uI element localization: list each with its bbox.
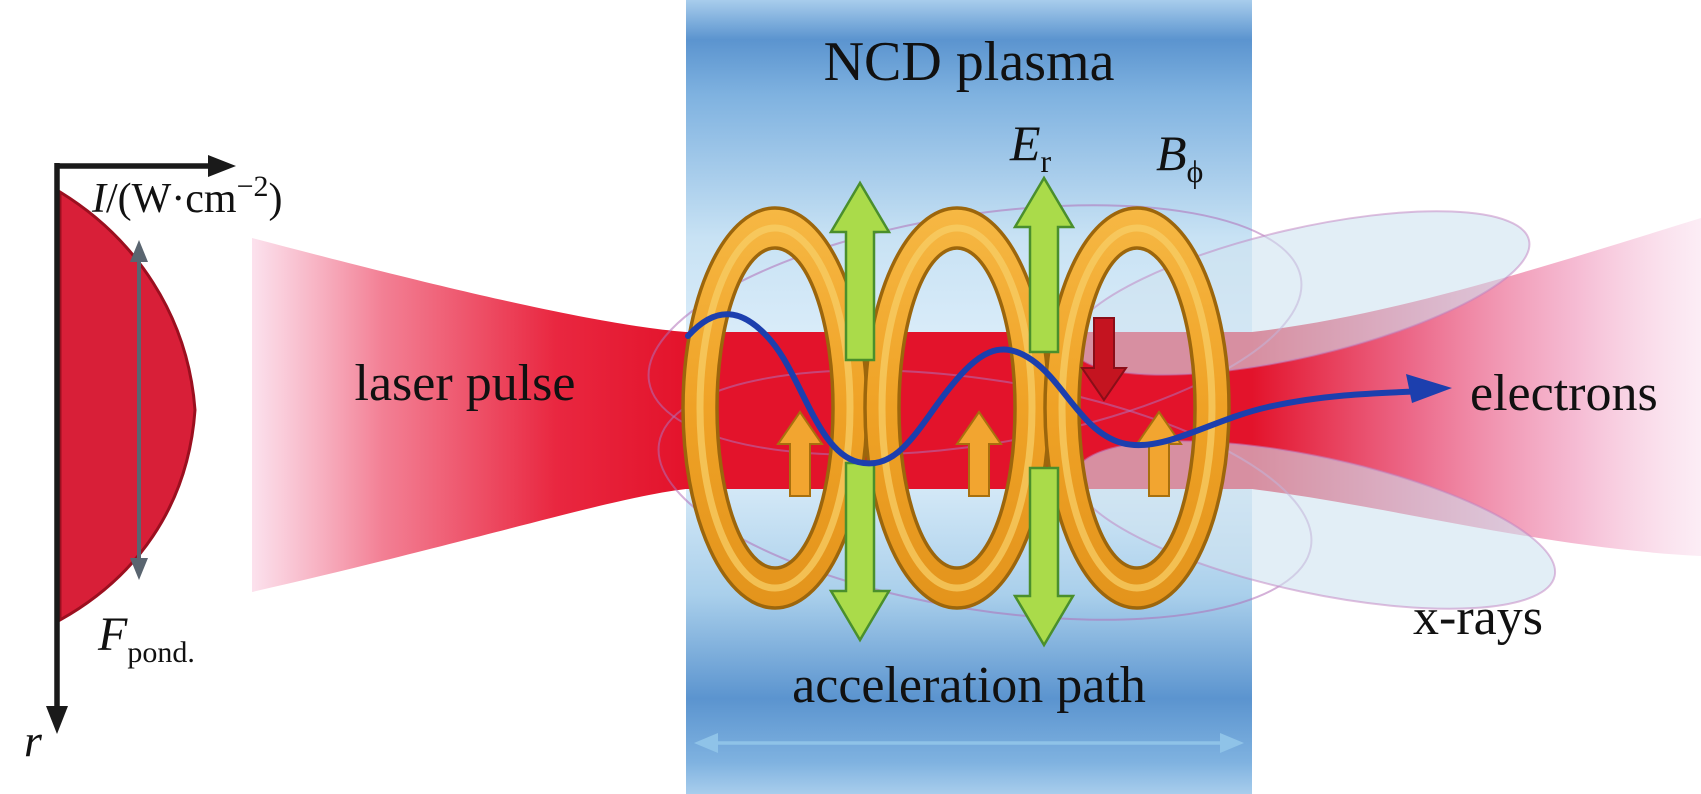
- plasma-ring-2-highlight: [878, 224, 1036, 592]
- electron-trajectory: [685, 311, 1452, 467]
- xrays-label: x-rays: [1413, 589, 1543, 646]
- acceleration-path-arrow: [694, 733, 1244, 753]
- intensity-unit: /(W·cm: [106, 176, 237, 222]
- inward-arrows: [776, 317, 1183, 497]
- electrons-label: electrons: [1470, 365, 1658, 422]
- intensity-axis-label: I/(W·cm−2): [91, 170, 283, 222]
- laser-pulse-label: laser pulse: [355, 355, 576, 412]
- orange-up-arrow-icon: [955, 410, 1003, 497]
- intensity-close: ): [269, 176, 283, 222]
- e-field-arrow-down-icon: [1012, 466, 1076, 648]
- electron-wave-path: [685, 311, 1431, 467]
- b-field-label: Bϕ: [1156, 125, 1203, 189]
- efield-subscript: r: [1041, 143, 1052, 179]
- bfield-subscript: ϕ: [1187, 153, 1204, 189]
- efield-variable: E: [1009, 115, 1041, 171]
- electron-arrowhead-icon: [1406, 374, 1452, 403]
- intensity-axis-arrowhead-icon: [208, 155, 236, 177]
- r-axis-arrowhead-icon: [46, 706, 68, 734]
- acceleration-path-label: acceleration path: [792, 657, 1146, 714]
- force-variable: F: [97, 608, 128, 661]
- bfield-variable: B: [1156, 125, 1187, 181]
- ponderomotive-arrowhead-down-icon: [130, 558, 148, 580]
- intensity-profile-curve: [58, 189, 197, 623]
- orange-up-arrow-icon: [776, 410, 824, 497]
- acceleration-arrowhead-right-icon: [1220, 733, 1244, 753]
- laser-beam-left-cone: [252, 238, 686, 592]
- ponderomotive-arrowhead-up-icon: [130, 240, 148, 262]
- e-field-label: Er: [1009, 115, 1052, 179]
- red-down-arrow-icon: [1080, 317, 1128, 402]
- intensity-profile-graph: [46, 155, 236, 734]
- intensity-superscript: −2: [237, 170, 269, 203]
- plasma-rings: [681, 206, 1231, 610]
- intensity-variable: I: [91, 176, 108, 222]
- force-subscript: pond.: [127, 636, 195, 669]
- e-field-arrow-up-icon: [1012, 175, 1076, 354]
- acceleration-arrowhead-left-icon: [694, 733, 718, 753]
- plasma-ring-1-highlight: [696, 224, 854, 592]
- plasma-ring-3: [1043, 206, 1231, 610]
- e-field-arrow-up-icon: [828, 180, 892, 362]
- r-axis-label: r: [24, 715, 43, 766]
- ncd-plasma-label: NCD plasma: [824, 31, 1115, 93]
- ponderomotive-force-label: Fpond.: [97, 608, 195, 669]
- plasma-ring-3-highlight: [1058, 224, 1216, 592]
- e-field-arrows: [828, 175, 1076, 648]
